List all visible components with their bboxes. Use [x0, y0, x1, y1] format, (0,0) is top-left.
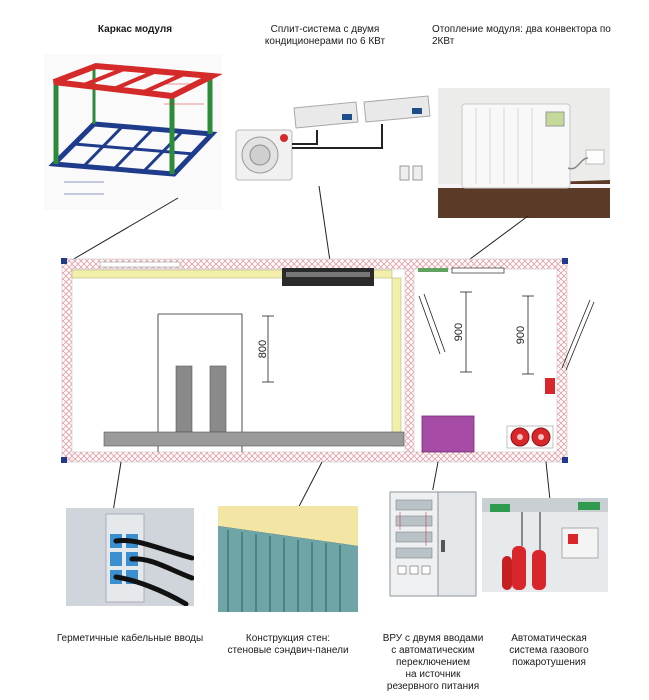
fire-panel: [545, 378, 555, 394]
remote-control-1: [399, 165, 410, 181]
outdoor-unit: [235, 129, 293, 181]
caption-fire-line2: система газового: [509, 645, 589, 656]
convector-plan-1: [451, 267, 505, 274]
caption-vru-line2: с автоматическим: [391, 645, 475, 656]
door-exterior: [522, 295, 595, 375]
gas-fire-suppression-photo: [482, 498, 608, 592]
caption-fire-line1: Автоматическая: [511, 633, 587, 644]
green-stripe: [418, 268, 448, 272]
dim-800-label: 800: [257, 340, 269, 358]
convector-heater: [461, 103, 571, 189]
caption-split-line2: кондиционерами по 6 КВт: [264, 36, 386, 47]
split-system-photo: [232, 92, 432, 192]
vru-cabinet-plan: [421, 415, 475, 453]
leader-vru: [431, 461, 439, 495]
door-right-room: [418, 291, 472, 373]
exterior-walls: [61, 258, 568, 463]
caption-heating: Отопление модуля: два конвектора по 2КВт: [432, 24, 611, 47]
heater-photo: [438, 88, 610, 218]
remote-control-2: [412, 165, 423, 181]
dimension-800: [262, 315, 274, 383]
gas-cylinders: [502, 546, 546, 590]
dim-900-label-1: 900: [453, 323, 465, 341]
caption-split-system: Сплит-система с двумя кондиционерами по …: [255, 24, 395, 48]
module-frame-illustration: [48, 62, 222, 195]
leader-frame: [71, 197, 179, 261]
yellow-riser: [391, 277, 402, 447]
caption-walls: Конструкция стен: стеновые сэндвич-панел…: [218, 633, 358, 657]
rack-2: [209, 365, 227, 433]
caption-vru-line5: резервного питания: [386, 681, 480, 692]
indoor-unit-2: [363, 95, 431, 123]
indoor-unit-1: [293, 101, 359, 129]
yellow-cable-tray: [71, 269, 393, 279]
caption-vru-line1: ВРУ с двумя вводами: [382, 633, 484, 644]
sandwich-panel-photo: [218, 506, 358, 612]
caption-split-line1: Сплит-система с двумя: [270, 24, 380, 35]
caption-vru-line4: на источник: [405, 669, 461, 680]
caption-vru-line3: переключением: [395, 657, 471, 668]
cable-entry-photo: [66, 508, 194, 606]
caption-fire-suppression: Автоматическая система газового пожароту…: [494, 633, 604, 669]
caption-fire-line3: пожаротушения: [512, 657, 586, 668]
caption-frame: Каркас модуля: [97, 24, 173, 35]
vru-photo: [386, 490, 482, 600]
exit-sign: [490, 504, 510, 512]
leader-fire: [545, 461, 551, 501]
caption-walls-line1: Конструкция стен:: [245, 633, 331, 644]
frame-photo: [44, 54, 222, 210]
equipment-area: [157, 313, 243, 452]
wall-socket: [585, 149, 605, 165]
cable-channel: [103, 431, 405, 447]
leader-cable: [112, 461, 122, 513]
caption-vru: ВРУ с двумя вводами с автоматическим пер…: [378, 633, 488, 693]
rack-1: [175, 365, 193, 433]
leader-split: [318, 185, 332, 269]
window-left: [99, 261, 181, 268]
caption-cable-entries: Герметичные кабельные вводы: [56, 633, 204, 644]
dim-900-label-2: 900: [515, 326, 527, 344]
caption-walls-line2: стеновые сэндвич-панели: [227, 645, 349, 656]
